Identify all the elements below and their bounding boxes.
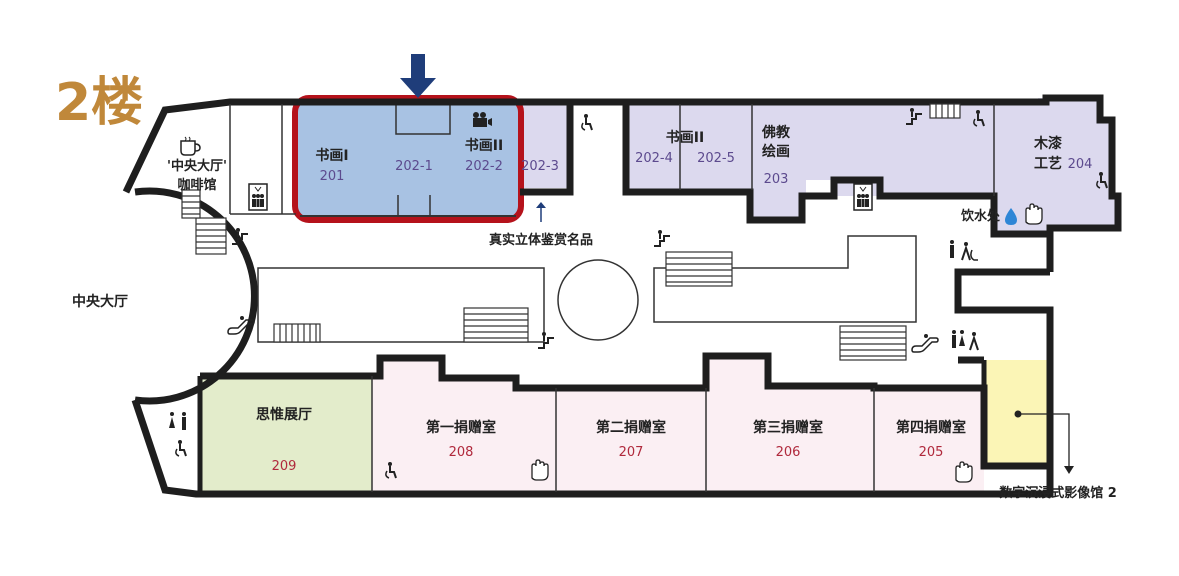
room-205-name: 第四捐赠室 (896, 419, 966, 436)
room-209-name: 思惟展厅 (256, 406, 312, 423)
room-209-number: 209 (272, 459, 297, 474)
stereo-view-label: 真实立体鉴赏名品 (489, 232, 593, 248)
room-202-1-number: 202-1 (395, 159, 433, 174)
stairs-icon (181, 189, 227, 255)
room-208-number: 208 (449, 445, 474, 460)
accessible-icon (1096, 172, 1108, 189)
room-202-3[interactable] (520, 104, 570, 188)
escalator-icon (227, 316, 255, 335)
atrium-left (257, 267, 545, 343)
room-206-name: 第三捐赠室 (753, 419, 823, 436)
outer-wall-top (122, 94, 1122, 272)
room-201-name: 书画I (315, 147, 348, 164)
room-201-number: 201 (320, 169, 345, 184)
restroom-icon (169, 412, 187, 457)
right-corridor-wall (954, 268, 1054, 360)
room-202-2-number: 202-2 (465, 159, 503, 174)
central-hall-wall (134, 187, 258, 405)
room-203-number: 203 (764, 172, 789, 187)
outer-wall-bottom (131, 360, 1054, 498)
stairs-icon (665, 251, 733, 287)
touch-hand-icon (955, 461, 973, 483)
elevator-icon (853, 183, 873, 211)
room-202-3-wall (520, 102, 574, 196)
room-203-name-line2: 绘画 (762, 143, 790, 160)
cafe-label-line1: '中央大厅' (167, 158, 227, 174)
restroom-icon (952, 330, 979, 351)
floor-label: 2楼 (55, 73, 143, 133)
room-204-number: 204 (1068, 157, 1093, 172)
escalator-icon (232, 228, 248, 245)
room-202-4-5-name: 书画II (666, 129, 704, 146)
stairs-icon (463, 307, 529, 343)
room-202-4-number: 202-4 (635, 151, 673, 166)
accessible-icon (581, 114, 593, 131)
escalator-icon (538, 332, 554, 349)
escalator-icon (906, 108, 922, 125)
atrium-circle (557, 259, 639, 341)
room-205-number: 205 (919, 445, 944, 460)
room-202-4-5-203[interactable] (626, 98, 1046, 218)
atrium-right (653, 235, 917, 323)
down-arrow-icon (400, 54, 436, 98)
central-hall-label: 中央大厅 (72, 293, 128, 310)
cafe-label-line2: 咖啡馆 (177, 177, 216, 193)
video-camera-icon (473, 112, 492, 127)
highlighted-rooms[interactable] (292, 95, 524, 223)
room-208-name: 第一捐赠室 (426, 419, 496, 436)
room-206-number: 206 (776, 445, 801, 460)
room-203-name-line1: 佛教 (761, 124, 791, 141)
room-204[interactable] (995, 98, 1116, 232)
touch-hand-icon (531, 459, 549, 481)
elevator-icon (248, 183, 268, 211)
room-209[interactable] (200, 376, 372, 492)
escalator-icon (911, 334, 939, 353)
room-207-number: 207 (619, 445, 644, 460)
coffee-cup-icon (180, 136, 201, 156)
room-202-3-number: 202-3 (521, 159, 559, 174)
touch-hand-icon (1025, 203, 1043, 225)
room-202-2-name: 书画II (465, 137, 503, 154)
accessible-icon (385, 462, 397, 479)
room-204-name-line1: 木漆 (1033, 135, 1062, 152)
room-202-5-number: 202-5 (697, 151, 735, 166)
restroom-icon (950, 240, 978, 261)
room-207-name: 第二捐赠室 (596, 419, 666, 436)
room-204-name-line2: 工艺 (1034, 155, 1062, 172)
stairs-icon (929, 103, 961, 119)
digital-theater-pointer (1014, 410, 1074, 474)
lower-rooms-wall (200, 352, 1050, 470)
water-drop-icon (1005, 208, 1017, 225)
accessible-icon (973, 110, 985, 127)
water-station-label: 饮水处 (960, 208, 1001, 224)
digital-theater-label: 数字沉浸式影像馆 2 (999, 485, 1117, 501)
partition-line (395, 104, 451, 135)
escalator-icon (654, 230, 670, 247)
pointer-arrow-icon (536, 202, 546, 222)
stairs-icon (839, 325, 907, 361)
stairs-icon (273, 323, 321, 343)
